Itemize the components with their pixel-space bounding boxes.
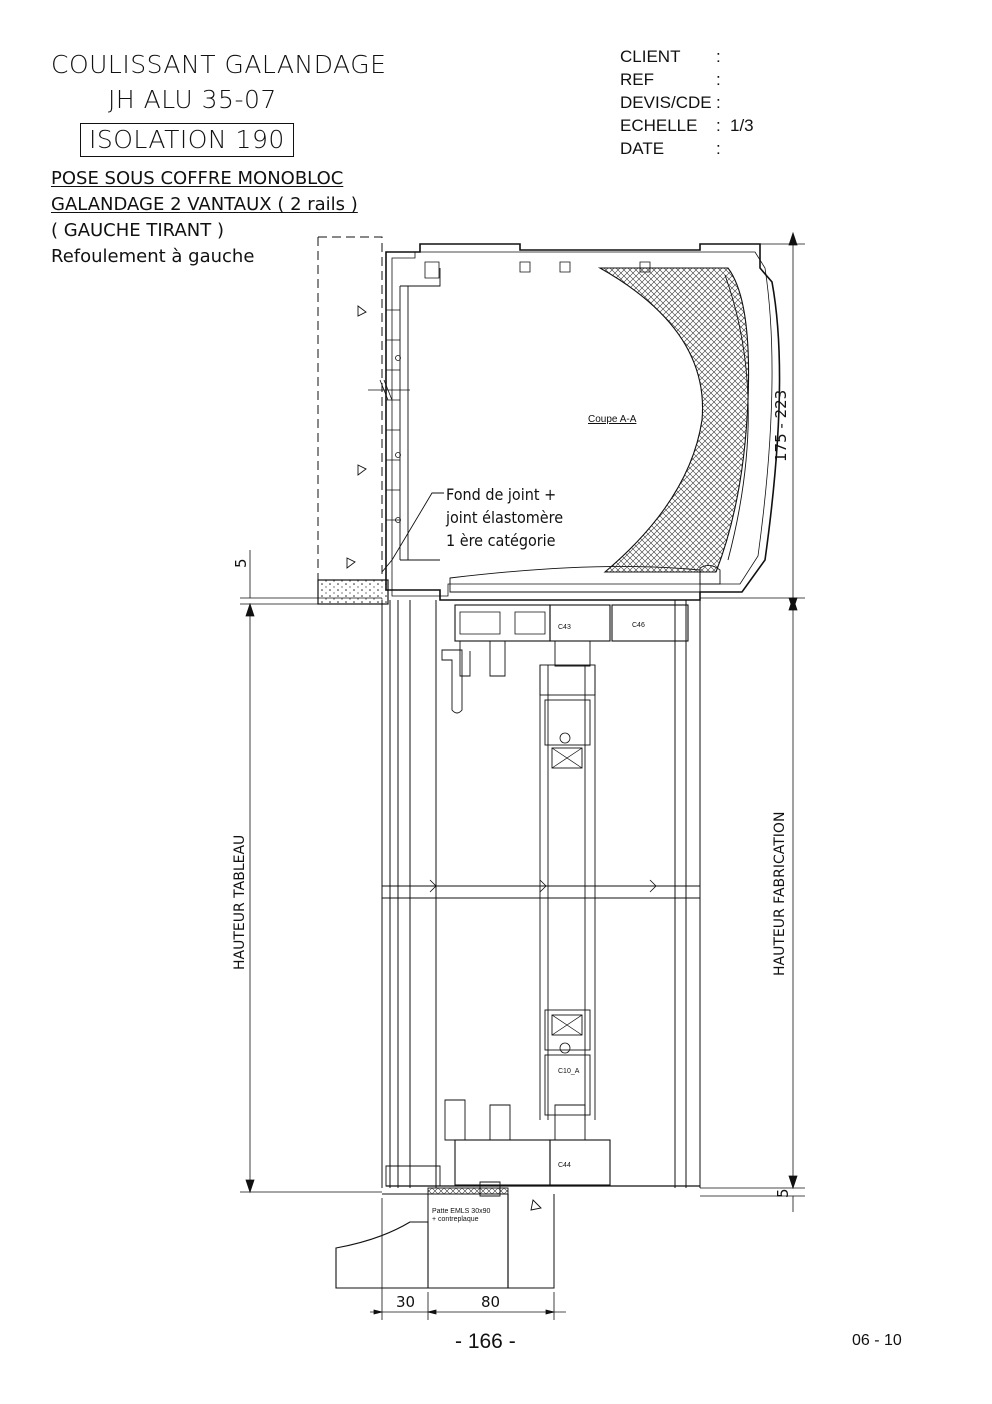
patte-label: Patte EMLS 30x90 + contreplaque: [432, 1208, 490, 1224]
dim-hauteur-tableau: HAUTEUR TABLEAU: [232, 834, 248, 970]
bottom-sill: [335, 1181, 555, 1289]
dim-width-30: 30: [396, 1293, 416, 1311]
profile-label-c43: C43: [558, 624, 571, 631]
note-line-2: joint élastomère: [446, 508, 564, 527]
info-block: CLIENT : REF : DEVIS/CDE : ECHELLE : 1/3…: [620, 45, 754, 160]
colon: :: [716, 139, 721, 158]
roller-curve: [724, 274, 749, 561]
pose-line-4: Refoulement à gauche: [51, 246, 255, 267]
pose-line-2: GALANDAGE 2 VANTAUX ( 2 rails ): [51, 194, 358, 215]
ref-label: REF: [620, 70, 654, 89]
date-label: DATE: [620, 139, 665, 158]
dim-hauteur-fabrication: HAUTEUR FABRICATION: [772, 811, 788, 976]
doc-ref: 06 - 10: [852, 1332, 902, 1349]
info-row-ref: REF :: [620, 68, 754, 91]
pose-line-1: POSE SOUS COFFRE MONOBLOC: [51, 168, 344, 189]
window-frame: [381, 600, 701, 1188]
info-row-devis: DEVIS/CDE :: [620, 91, 754, 114]
profile-label-c10a: C10_A: [558, 1068, 580, 1075]
title-line-1: COULISSANT GALANDAGE: [51, 50, 387, 79]
section-label: Coupe A-A: [588, 414, 637, 425]
colon: :: [716, 70, 721, 89]
profile-label-c44: C44: [558, 1162, 571, 1169]
dim-gap-bottom: 5: [774, 1188, 792, 1198]
devis-label: DEVIS/CDE: [620, 93, 712, 112]
isolation-box: ISOLATION 190: [80, 123, 294, 157]
note-line-3: 1 ère catégorie: [446, 531, 556, 550]
dimension-lines: [240, 231, 805, 1320]
insulation-hatch: [597, 267, 750, 573]
title-line-2: JH ALU 35-07: [108, 85, 277, 114]
patte-line-1: Patte EMLS 30x90: [432, 1208, 491, 1215]
wall-sill: [317, 579, 389, 605]
note-line-1: Fond de joint +: [446, 485, 557, 504]
colon: :: [716, 93, 721, 112]
echelle-label: ECHELLE: [620, 116, 698, 135]
info-row-date: DATE :: [620, 137, 754, 160]
dim-gap-top: 5: [232, 558, 250, 568]
info-row-echelle: ECHELLE : 1/3: [620, 114, 754, 137]
client-label: CLIENT: [620, 47, 681, 66]
dim-coffre-height: 175 - 223: [772, 389, 790, 462]
page-number: - 166 -: [455, 1330, 516, 1353]
colon: :: [716, 47, 721, 66]
profile-label-c46: C46: [632, 622, 645, 629]
echelle-value: 1/3: [730, 116, 754, 135]
dim-width-80: 80: [481, 1293, 501, 1311]
coffre-box: [385, 243, 781, 601]
pose-line-3: ( GAUCHE TIRANT ): [51, 220, 224, 241]
note-block: Fond de joint + joint élastomère 1 ère c…: [446, 483, 563, 552]
note-leader: [381, 492, 444, 573]
colon: :: [716, 116, 721, 135]
info-row-client: CLIENT :: [620, 45, 754, 68]
patte-line-2: + contreplaque: [432, 1216, 479, 1223]
wall-outline-dashed: [317, 236, 383, 580]
